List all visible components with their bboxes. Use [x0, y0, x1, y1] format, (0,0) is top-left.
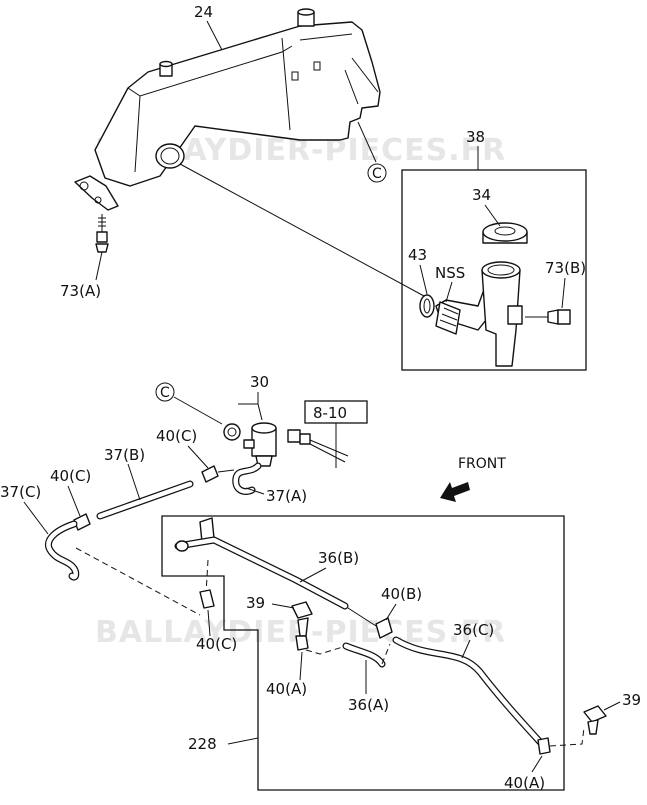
grommet [223, 423, 241, 441]
nozzle-39-right [583, 705, 607, 735]
label-37a: 37(A) [266, 487, 307, 505]
circle-c-top: C [372, 166, 382, 182]
label-34: 34 [472, 186, 491, 204]
label-40b: 40(B) [381, 585, 422, 603]
joint-40c-1 [201, 465, 219, 483]
label-30: 30 [250, 373, 269, 391]
label-37b: 37(B) [104, 446, 145, 464]
hose-36c [392, 636, 544, 746]
circle-c-bottom: C [160, 385, 170, 401]
label-40c-2: 40(C) [50, 467, 91, 485]
nozzle-assembly-box [161, 515, 565, 791]
filler-neck [435, 261, 523, 367]
washer-pump [243, 422, 277, 467]
joint-40c-3 [199, 589, 215, 609]
label-40a-2: 40(A) [504, 774, 545, 792]
washer-tank [74, 8, 381, 211]
o-ring [419, 294, 435, 318]
label-40c-1: 40(C) [156, 427, 197, 445]
label-73b: 73(B) [545, 259, 586, 277]
label-43: 43 [408, 246, 427, 264]
label-40a-1: 40(A) [266, 680, 307, 698]
joint-40c-2 [73, 513, 91, 531]
joint-40a-1 [295, 635, 309, 651]
label-73a: 73(A) [60, 282, 101, 300]
front-arrow-icon [440, 482, 470, 502]
connector [287, 429, 349, 463]
nozzle-39-left [291, 601, 313, 637]
label-228: 228 [188, 735, 217, 753]
label-39-right: 39 [622, 691, 641, 709]
nozzle-pipe [174, 517, 349, 610]
label-37c: 37(C) [0, 483, 41, 501]
label-36b: 36(B) [318, 549, 359, 567]
label-38: 38 [466, 128, 485, 146]
label-36a: 36(A) [348, 696, 389, 714]
joint-40a-2 [537, 737, 551, 755]
label-front: FRONT [458, 456, 506, 472]
filler-cap [482, 222, 528, 244]
filler-neck-box [401, 169, 587, 371]
joint-40b [375, 617, 393, 639]
label-8-10: 8-10 [313, 404, 347, 422]
bolt-73b [547, 309, 571, 325]
label-36c: 36(C) [453, 621, 494, 639]
bolt-73a [95, 214, 109, 253]
label-40c-3: 40(C) [196, 635, 237, 653]
label-24: 24 [194, 3, 213, 21]
label-39-left: 39 [246, 594, 265, 612]
label-nss: NSS [435, 264, 465, 282]
